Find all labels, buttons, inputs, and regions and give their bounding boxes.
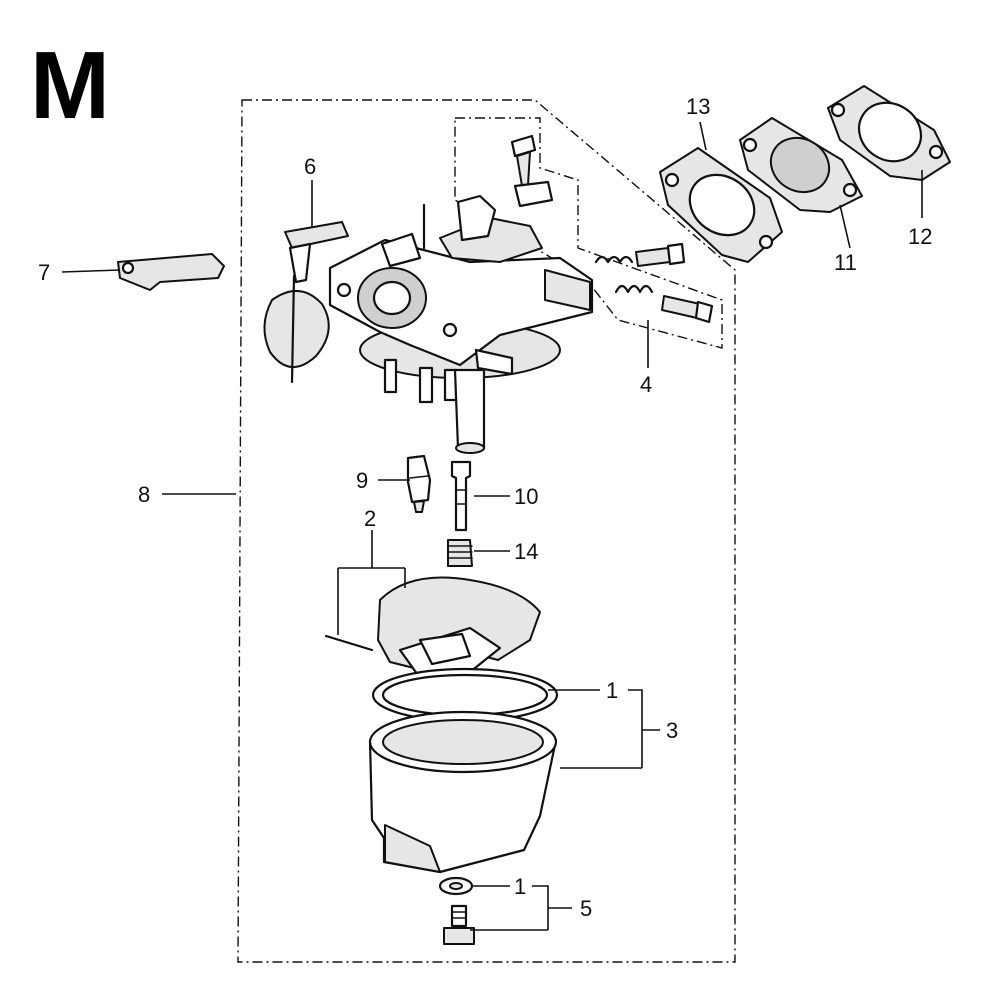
gasket-11: [739, 117, 863, 213]
callout-3: 3: [666, 718, 678, 743]
choke-valve: [263, 221, 349, 384]
callout-8: 8: [138, 482, 150, 507]
section-letter: M: [30, 32, 110, 139]
callout-4: 4: [640, 372, 652, 397]
adjust-screw-lower: [614, 284, 714, 324]
spring-14: [447, 539, 473, 567]
adjust-screw-upper: [594, 242, 686, 267]
callout-5: 5: [580, 896, 592, 921]
needle-jet: [450, 460, 472, 532]
screw-kit-boundary: [454, 117, 723, 349]
carburetor-body: [328, 180, 594, 454]
callout-12: 12: [908, 224, 932, 249]
drain-washer: [438, 876, 474, 896]
leader-lines: [61, 121, 923, 931]
callout-9: 9: [356, 468, 368, 493]
drain-bolt: [443, 904, 475, 945]
main-jet: [406, 454, 432, 513]
choke-lever: [117, 253, 225, 291]
callout-2: 2: [364, 506, 376, 531]
bowl-gasket: [371, 667, 559, 723]
callout-labels: 13 11 12 4 6 7 8 9 10 14 2 1 3 1 5: [38, 94, 932, 921]
callout-10: 10: [514, 484, 538, 509]
callout-1-lower: 1: [514, 874, 526, 899]
callout-11: 11: [834, 250, 857, 275]
gasket-13: [659, 147, 783, 263]
float-bowl: [368, 710, 558, 874]
callout-14: 14: [514, 539, 538, 564]
pilot-screw: [510, 134, 537, 187]
assembly-boundary: [237, 99, 736, 963]
callout-7: 7: [38, 260, 50, 285]
gasket-12: [827, 85, 951, 181]
callout-1-upper: 1: [606, 678, 618, 703]
callout-13: 13: [686, 94, 710, 119]
float: [324, 576, 541, 680]
callout-6: 6: [304, 154, 316, 179]
